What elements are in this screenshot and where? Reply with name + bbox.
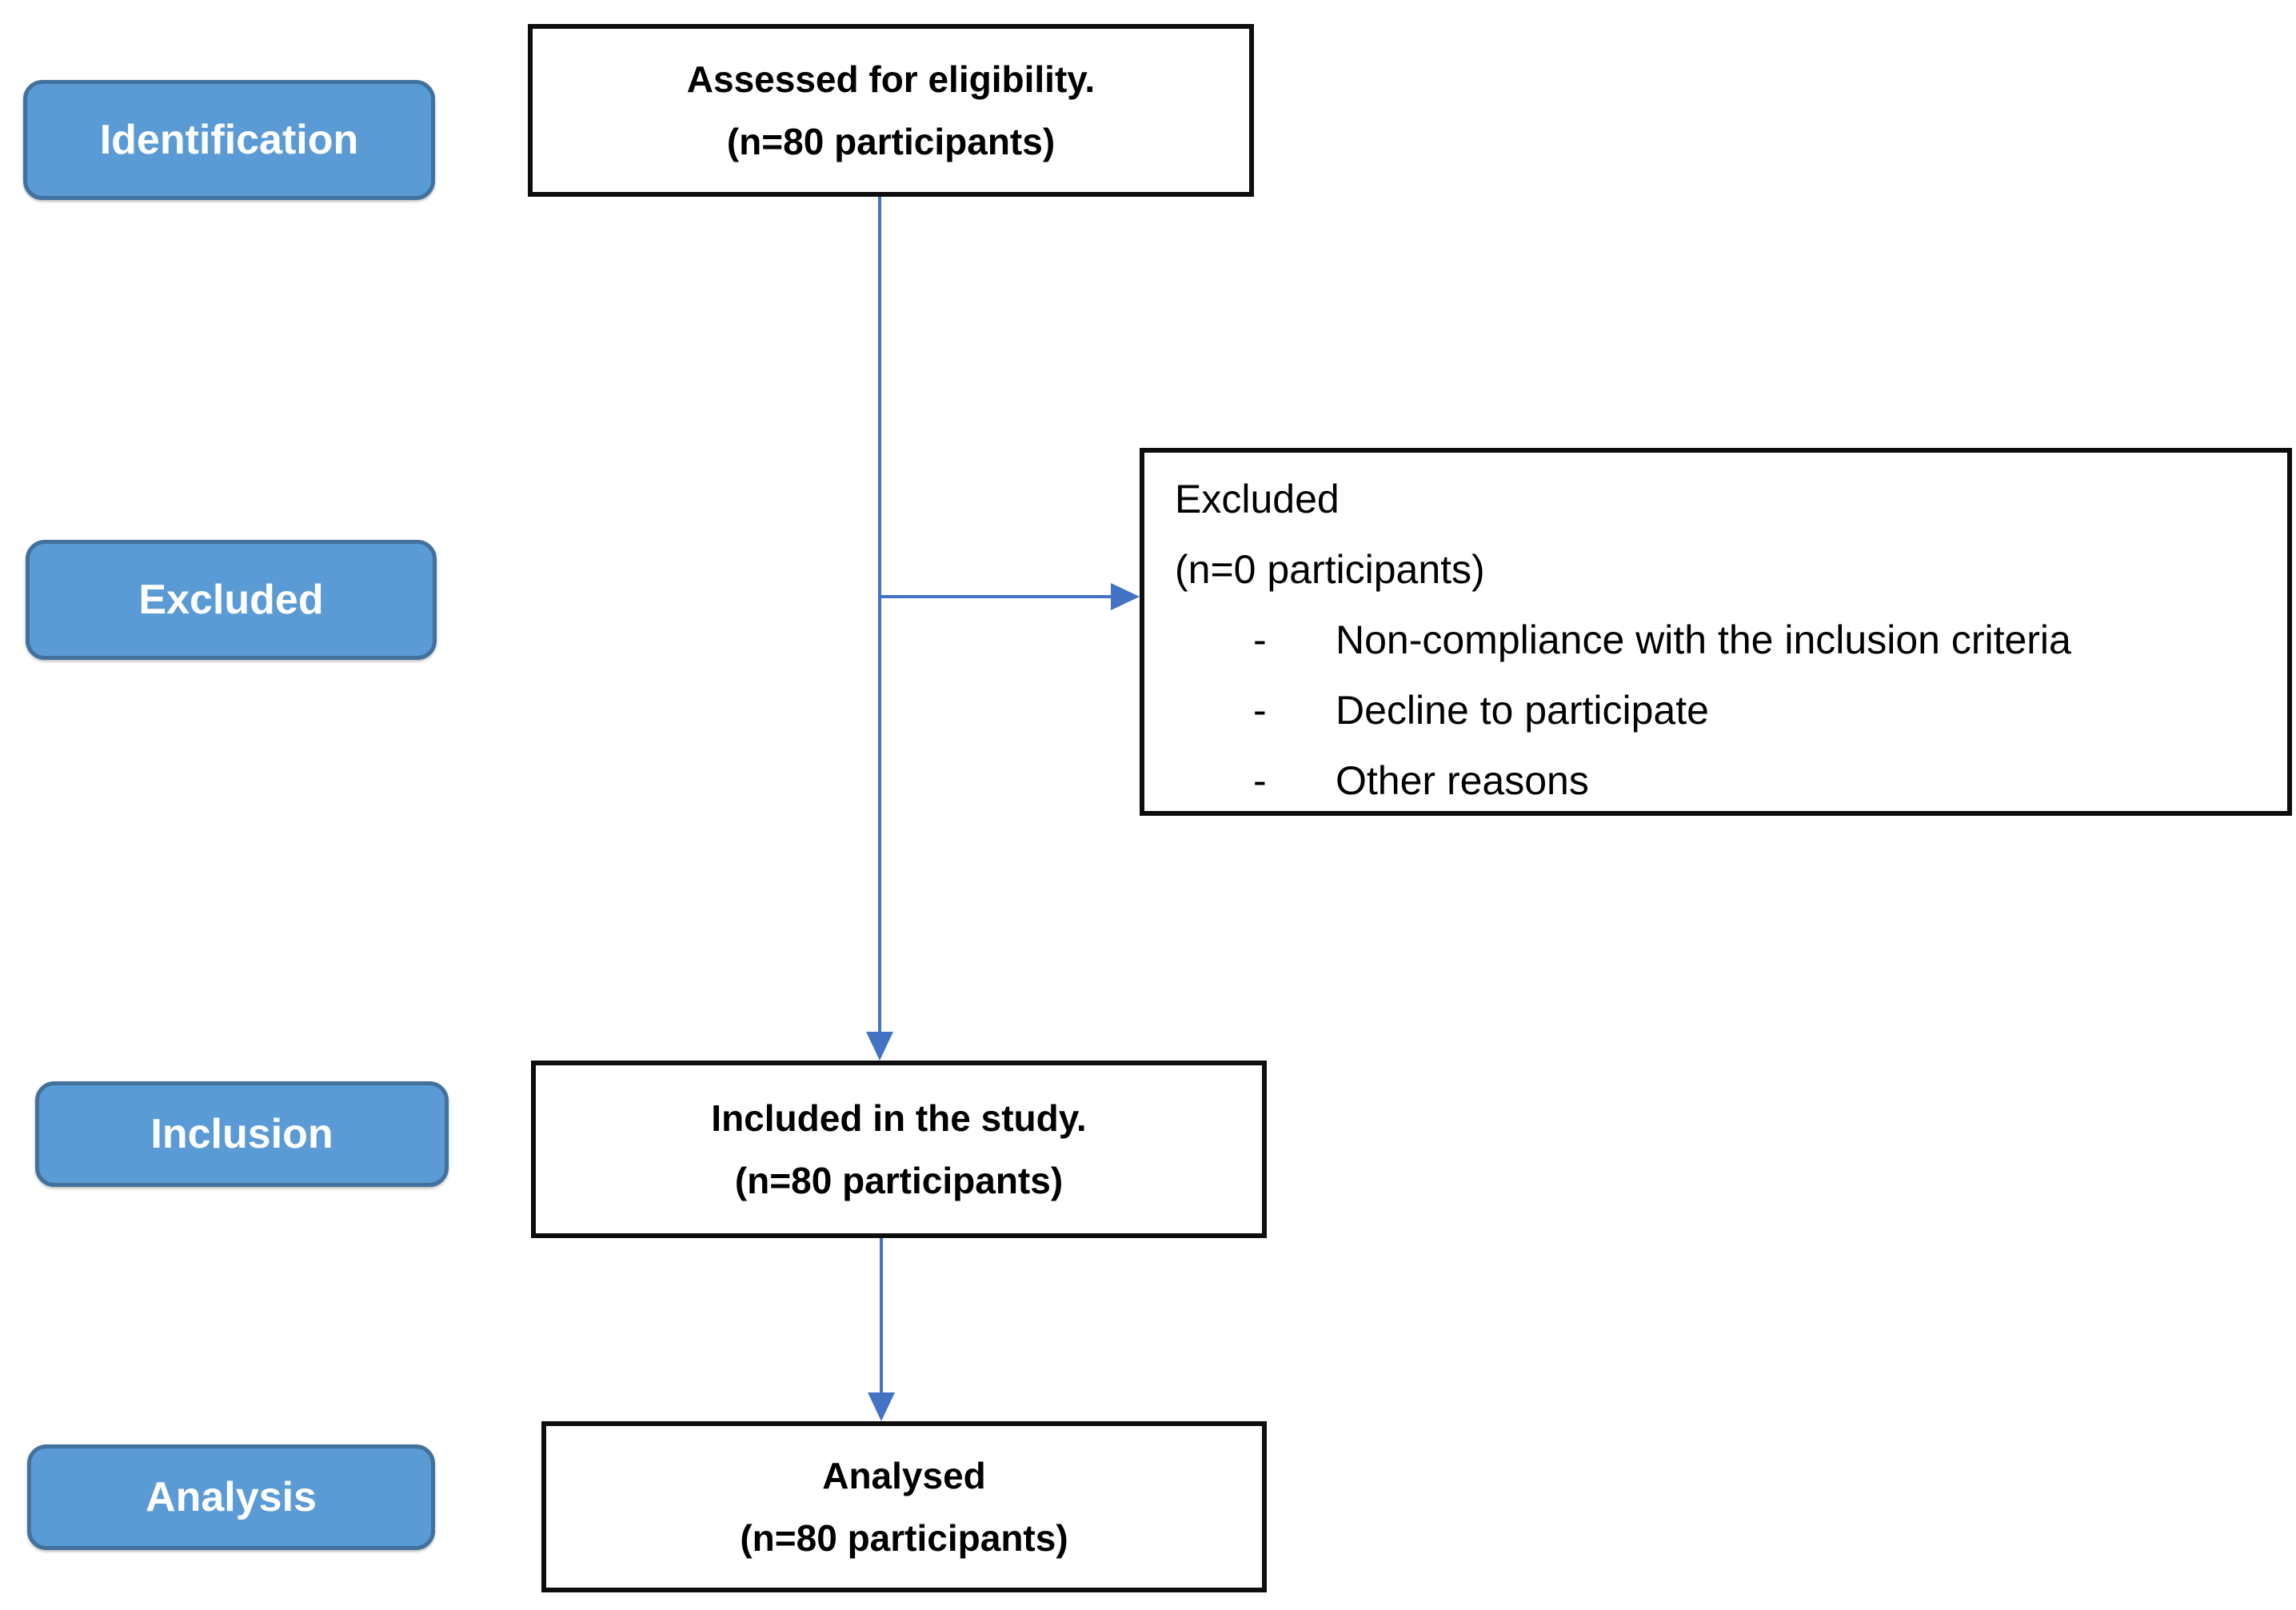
arrowhead-down-included (866, 1032, 893, 1061)
stage-label-analysis: Analysis (27, 1444, 435, 1550)
analysed-node-count: (n=80 participants) (740, 1517, 1068, 1559)
excluded-reason-text: Other reasons (1336, 758, 1589, 803)
arrowhead-down-analysed (868, 1392, 895, 1421)
assessed-node-count: (n=80 participants) (726, 121, 1056, 162)
excluded-detail-node: Excluded (n=0 participants) - Non-compli… (1140, 448, 2292, 816)
assessed-node: Assessed for eligibility. (n=80 particip… (528, 24, 1254, 197)
included-node-line1: Included in the study. (711, 1097, 1087, 1139)
excluded-reason-item: - Other reasons (1175, 745, 1589, 816)
stage-label-identification: Identification (23, 80, 435, 200)
bullet-dash: - (1253, 758, 1267, 803)
included-node: Included in the study. (n=80 participant… (531, 1061, 1267, 1238)
excluded-reason-text: Decline to participate (1336, 688, 1709, 733)
included-node-count: (n=80 participants) (734, 1160, 1064, 1201)
connector-assessed-to-included (878, 197, 881, 1033)
connector-branch-to-excluded (880, 595, 1112, 598)
analysed-node: Analysed (n=80 participants) (541, 1421, 1267, 1592)
excluded-reason-text: Non-compliance with the inclusion criter… (1336, 617, 2071, 662)
analysed-node-line1: Analysed (822, 1455, 986, 1496)
bullet-dash: - (1253, 688, 1267, 733)
bullet-dash: - (1253, 617, 1267, 662)
assessed-node-line1: Assessed for eligibility. (686, 58, 1096, 100)
excluded-reason-item: - Non-compliance with the inclusion crit… (1175, 605, 2071, 675)
stage-label-inclusion: Inclusion (35, 1081, 449, 1187)
arrowhead-right-excluded (1111, 583, 1140, 610)
connector-included-to-analysed (880, 1238, 883, 1394)
excluded-detail-count: (n=0 participants) (1175, 547, 1485, 592)
excluded-reason-item: - Decline to participate (1175, 675, 1709, 745)
excluded-detail-title: Excluded (1175, 477, 1340, 521)
stage-label-excluded: Excluded (26, 540, 437, 660)
